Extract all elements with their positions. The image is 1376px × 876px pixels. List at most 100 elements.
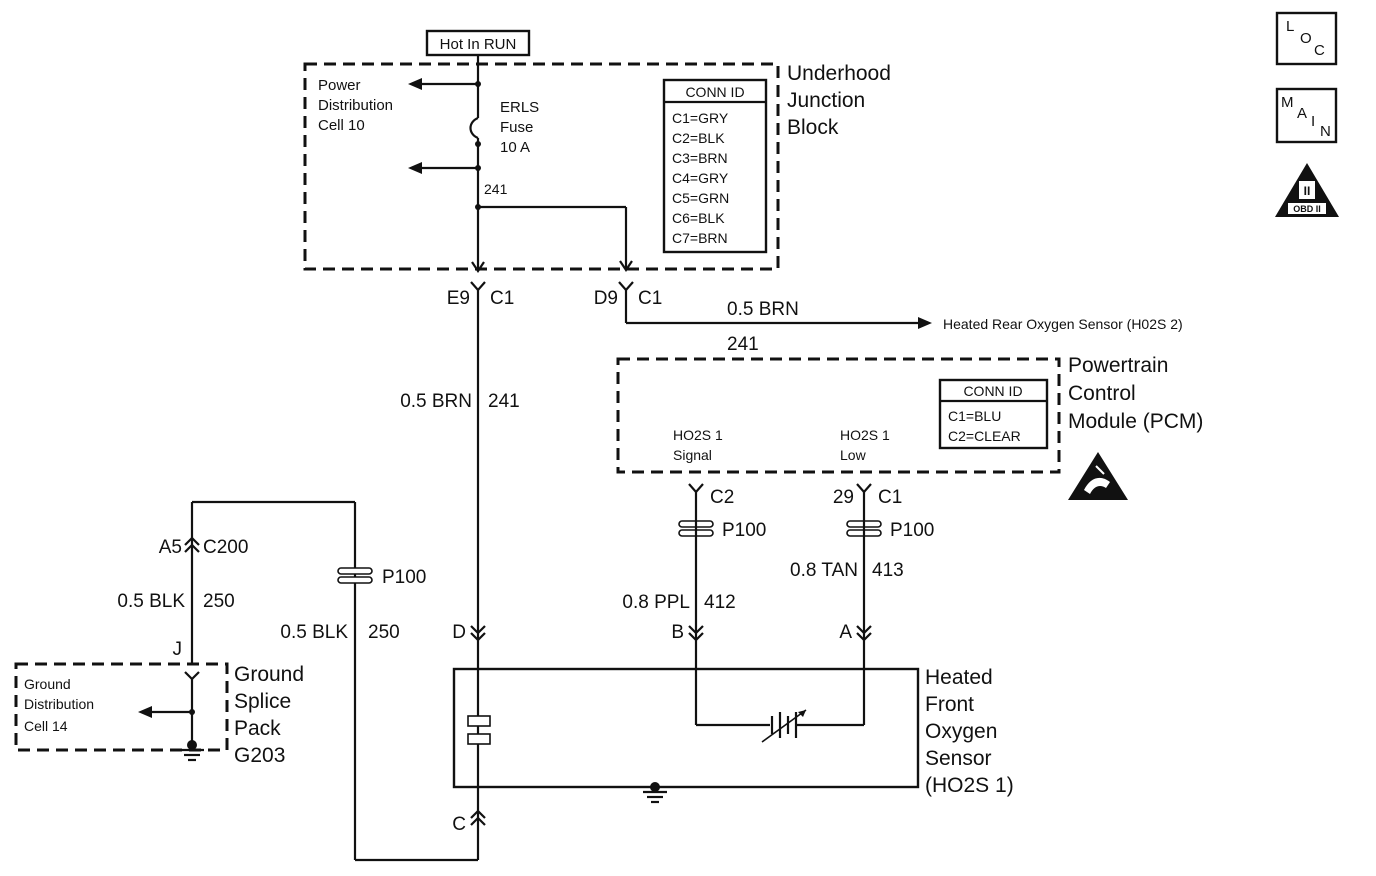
badge-letter: C bbox=[1314, 42, 1325, 59]
pcm-title: Powertrain Control Module (PCM) bbox=[1068, 354, 1203, 433]
conn-id-row: C2=BLK bbox=[672, 130, 725, 146]
rear-sensor-destination: Heated Rear Oxygen Sensor (H02S 2) bbox=[943, 316, 1183, 332]
arrow-right-icon bbox=[918, 317, 932, 329]
sensor-title-line: Front bbox=[925, 693, 974, 716]
sensor-title-line: (HO2S 1) bbox=[925, 774, 1014, 797]
inline-connector-label: P100 bbox=[890, 520, 934, 541]
wire-color-label: 0.5 BRN bbox=[400, 391, 472, 412]
obd-numeral: II bbox=[1304, 184, 1311, 198]
esd-warning-icon bbox=[1068, 452, 1128, 500]
hot-in-run-label: Hot In RUN bbox=[440, 36, 517, 53]
variable-arrow-icon bbox=[798, 710, 806, 717]
obd-text: OBD II bbox=[1293, 204, 1321, 214]
conn-id-row: C3=BRN bbox=[672, 150, 728, 166]
badge-letter: M bbox=[1281, 94, 1294, 111]
pcm-pin-label-line: HO2S 1 bbox=[673, 427, 723, 443]
underhood-title-line: Underhood bbox=[787, 62, 891, 85]
fuse-symbol bbox=[469, 116, 479, 140]
wire-color-label: 0.5 BRN bbox=[727, 299, 799, 320]
pcm-pin-label-line: Low bbox=[840, 447, 867, 463]
oxygen-sensor-title: Heated Front Oxygen Sensor (HO2S 1) bbox=[925, 666, 1014, 797]
sensor-element bbox=[696, 709, 864, 743]
wire-color-label: 0.5 BLK bbox=[117, 591, 185, 612]
fuse-label-line: ERLS bbox=[500, 99, 539, 116]
circuit-number-label: 412 bbox=[704, 592, 736, 613]
inline-connector-label: P100 bbox=[722, 520, 766, 541]
circuit-number-label: 413 bbox=[872, 560, 904, 581]
fuse-circuit-number: 241 bbox=[484, 181, 508, 197]
signal-wire: C2 P100 0.8 PPL 412 B bbox=[622, 483, 766, 725]
heater-element-icon bbox=[467, 715, 491, 745]
hot-in-run-label-box: Hot In RUN bbox=[425, 29, 531, 57]
pin-label: A5 bbox=[159, 537, 182, 558]
underhood-conn-id-table: CONN ID C1=GRY C2=BLK C3=BRN C4=GRY C5=G… bbox=[662, 78, 768, 254]
pcm-title-line: Powertrain bbox=[1068, 354, 1168, 377]
conn-id-row: C6=BLK bbox=[672, 210, 725, 226]
arrow-left-icon bbox=[408, 78, 422, 90]
fuse-label-line: Fuse bbox=[500, 119, 533, 136]
ground-icon bbox=[643, 782, 667, 804]
power-distribution-label: Power Distribution Cell 10 bbox=[318, 77, 393, 134]
sensor-pin-c: C bbox=[452, 809, 486, 835]
splice-title-line: Ground bbox=[234, 663, 304, 686]
circuit-number-label: 250 bbox=[203, 591, 235, 612]
connector-label: C1 bbox=[490, 288, 514, 309]
ground-wire: P100 A5 C200 0.5 BLK 250 0.5 BLK 250 J bbox=[117, 500, 478, 862]
splice-title-line: Pack bbox=[234, 717, 281, 740]
pcm-pin-label-line: Signal bbox=[673, 447, 712, 463]
wire-color-label: 0.8 PPL bbox=[622, 592, 690, 613]
conn-id-row: C7=BRN bbox=[672, 230, 728, 246]
pin-label: C bbox=[452, 814, 466, 835]
connector-label: C1 bbox=[638, 288, 662, 309]
underhood-junction-block-outline bbox=[303, 62, 780, 271]
badge-letter: I bbox=[1311, 113, 1315, 130]
rear-sensor-wire-labels: 0.5 BRN 241 Heated Rear Oxygen Sensor (H… bbox=[727, 299, 1183, 355]
conn-id-row: C4=GRY bbox=[672, 170, 729, 186]
connector-d9: D9 C1 bbox=[594, 281, 932, 329]
pin-label: D9 bbox=[594, 288, 618, 309]
ground-splice-wiring bbox=[138, 671, 204, 762]
conn-id-row: C2=CLEAR bbox=[948, 428, 1021, 444]
main-feed-wire-labels: 0.5 BRN 241 bbox=[400, 391, 520, 412]
ground-splice-pack-outline bbox=[14, 662, 229, 752]
obd-ii-badge: II OBD II bbox=[1275, 163, 1339, 217]
underhood-title-line: Junction bbox=[787, 89, 865, 112]
arrow-down-icon bbox=[471, 261, 485, 273]
pcm-pin-label-line: HO2S 1 bbox=[840, 427, 890, 443]
arrow-down-icon bbox=[619, 260, 633, 272]
fuse-label: ERLS Fuse 10 A bbox=[500, 99, 539, 156]
sensor-title-line: Sensor bbox=[925, 747, 992, 770]
low-wire: 29 C1 P100 0.8 TAN 413 A bbox=[790, 483, 934, 725]
arrow-left-icon bbox=[138, 706, 152, 718]
badge-letter: A bbox=[1297, 105, 1307, 122]
pcm-outline bbox=[616, 357, 1061, 474]
inline-connector-label: P100 bbox=[382, 567, 426, 588]
inline-connector-icon bbox=[337, 567, 373, 584]
main-badge[interactable]: M A I N bbox=[1275, 87, 1338, 144]
badge-letter: N bbox=[1320, 123, 1331, 140]
underhood-title-line: Block bbox=[787, 116, 839, 139]
loc-badge[interactable]: L O C bbox=[1275, 11, 1338, 66]
pcm-signal-label: HO2S 1 Signal bbox=[673, 427, 723, 463]
oxygen-sensor-outline bbox=[452, 667, 920, 789]
splice-title-line: Splice bbox=[234, 690, 291, 713]
pcm-title-line: Module (PCM) bbox=[1068, 410, 1203, 433]
pin-label: 29 bbox=[833, 487, 854, 508]
wire-color-label: 0.5 BLK bbox=[280, 622, 348, 643]
conn-id-row: C5=GRN bbox=[672, 190, 729, 206]
inline-connector-icon bbox=[846, 520, 882, 537]
conn-id-row: C1=GRY bbox=[672, 110, 729, 126]
pcm-low-label: HO2S 1 Low bbox=[840, 427, 890, 463]
pcm-conn-id-table: CONN ID C1=BLU C2=CLEAR bbox=[938, 378, 1049, 450]
pcm-title-line: Control bbox=[1068, 382, 1136, 405]
sensor-pin-d: D bbox=[452, 622, 486, 643]
wire-color-label: 0.8 TAN bbox=[790, 560, 858, 581]
ground-dist-line: Distribution bbox=[24, 696, 94, 712]
sensor-title-line: Oxygen bbox=[925, 720, 997, 743]
circuit-number-label: 241 bbox=[488, 391, 520, 412]
connector-label: C200 bbox=[203, 537, 248, 558]
pin-label: J bbox=[173, 639, 183, 660]
arrow-left-icon bbox=[408, 162, 422, 174]
ground-dist-line: Cell 14 bbox=[24, 718, 68, 734]
fuse-circuit: 241 bbox=[408, 55, 633, 273]
